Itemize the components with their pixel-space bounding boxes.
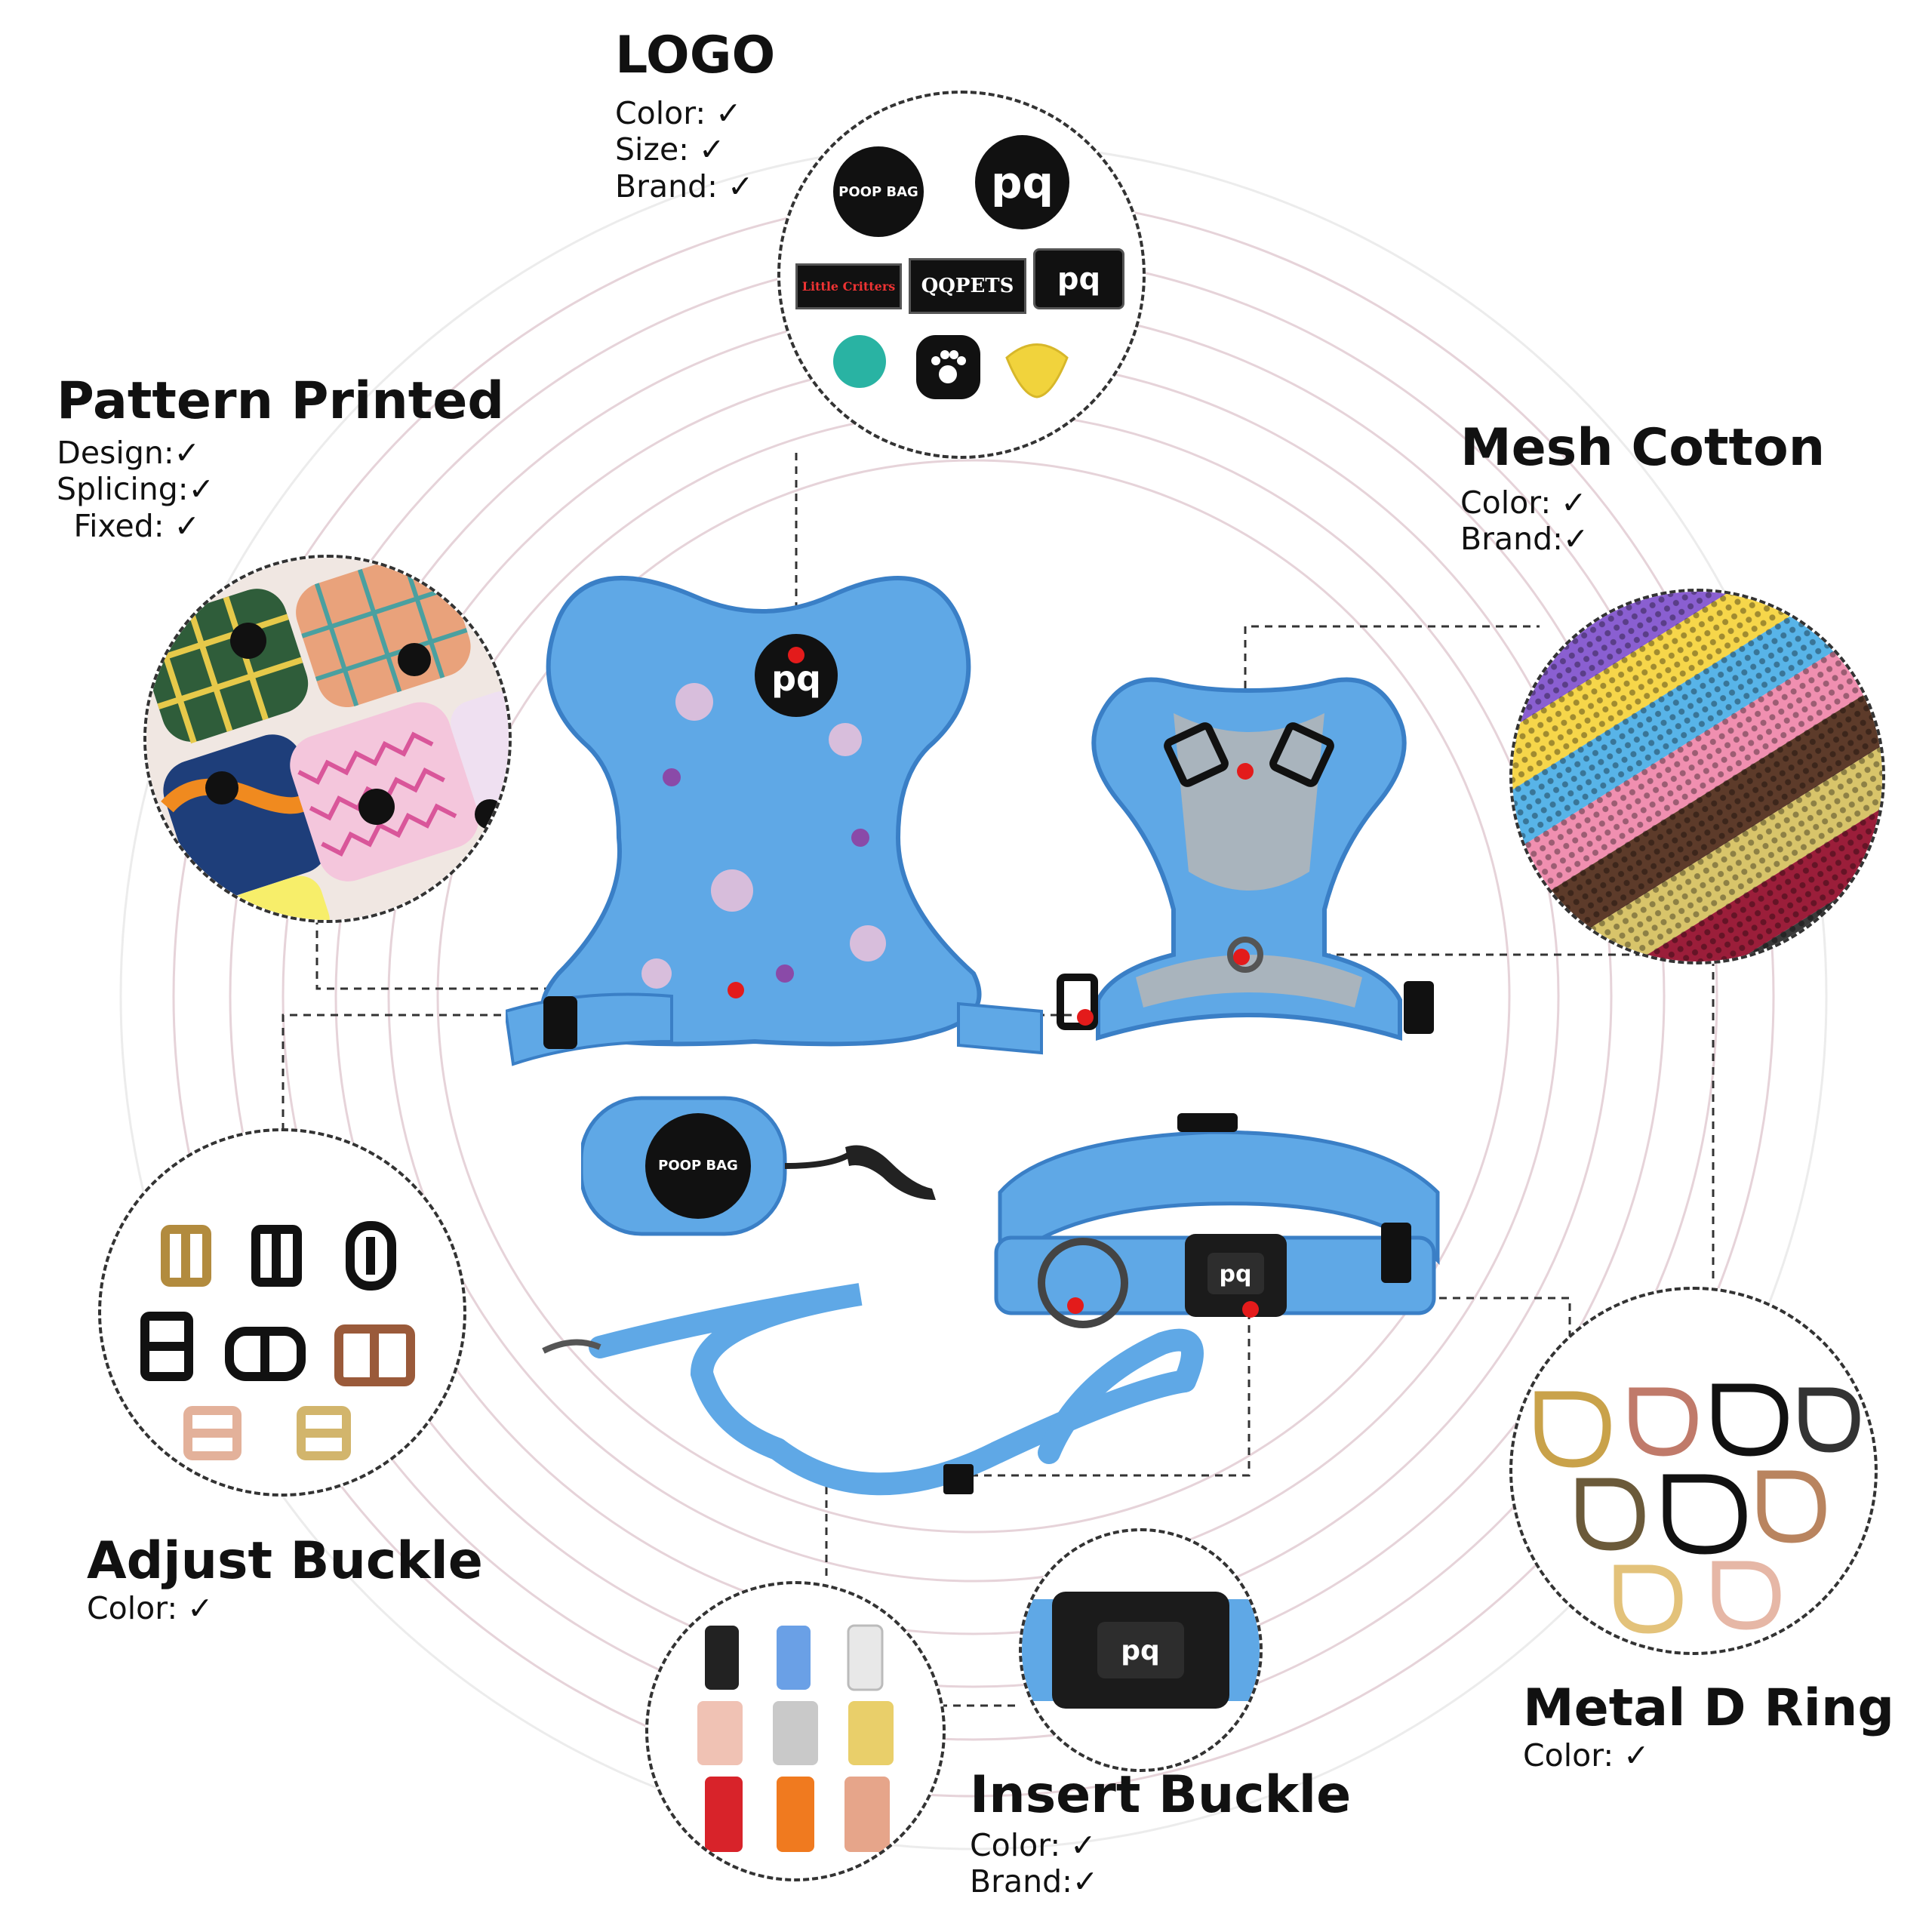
logo-label: LOGO Color: ✓ Size: ✓ Brand: ✓ [615, 30, 775, 205]
mesh-label: Mesh Cotton Color: ✓ Brand:✓ [1460, 423, 1825, 558]
copper-d-ring-icon [1629, 1387, 1698, 1457]
adjust-title: Adjust Buckle [87, 1531, 483, 1591]
black-large-d-ring-icon [1663, 1474, 1747, 1555]
orange-buckle-icon [777, 1777, 814, 1852]
black-buckle-icon [705, 1626, 739, 1690]
mesh-color-line: Color: ✓ [1460, 485, 1587, 521]
poop-bag-logo-badge: POOP BAG [833, 146, 924, 237]
pattern-samples-circle [143, 555, 512, 923]
silver-buckle-icon [773, 1701, 818, 1765]
insert-buckles-image [697, 1624, 894, 1852]
marker-dring-harness [1233, 949, 1250, 965]
pq-badge-text: pq [990, 156, 1054, 208]
dring-title: Metal D Ring [1523, 1678, 1895, 1738]
rose-gold-d-ring-icon [1712, 1561, 1781, 1630]
insert-buckle-closeup-circle: pq [1019, 1528, 1263, 1772]
gunmetal-d-ring-icon [1798, 1387, 1860, 1453]
copper-buckle-icon [844, 1777, 890, 1852]
insert-label: Insert Buckle Color: ✓ Brand:✓ [970, 1770, 1351, 1900]
leash [542, 1283, 1204, 1496]
qqpets-tag-text: QQPETS [921, 275, 1014, 297]
insert-color-line: Color: ✓ [970, 1827, 1097, 1863]
insert-title: Insert Buckle [970, 1765, 1352, 1825]
pattern-design-line: Design:✓ [57, 435, 200, 471]
large-harness: pq [506, 576, 1043, 1066]
svg-text:POOP BAG: POOP BAG [658, 1158, 738, 1174]
poop-bag-badge-text: POOP BAG [838, 183, 918, 200]
black-round-slider-icon [346, 1221, 396, 1291]
pattern-fixed-line: Fixed: ✓ [73, 507, 200, 544]
gold-d-ring-icon [1534, 1391, 1611, 1468]
light-gold-d-ring-icon [1614, 1564, 1683, 1634]
patterned-harnesses-image [146, 558, 509, 920]
qqpets-tag: QQPETS [909, 258, 1026, 314]
blue-buckle-icon [777, 1626, 811, 1690]
rose-d-ring-icon [1757, 1470, 1826, 1543]
pq-tag-text: pq [1057, 261, 1101, 297]
red-buckle-icon [705, 1777, 743, 1852]
logo-size-line: Size: ✓ [615, 131, 725, 168]
logo-brand-line: Brand: ✓ [615, 168, 754, 205]
bronze-d-ring-icon [1576, 1478, 1645, 1551]
pattern-splicing-line: Splicing:✓ [57, 471, 214, 508]
green-round-patch-icon [833, 335, 886, 388]
little-critters-tag: Little Critters [795, 263, 902, 309]
mesh-samples-circle [1509, 589, 1885, 964]
mesh-brand-line: Brand:✓ [1460, 521, 1589, 558]
pq-rubber-tag: pq [1033, 248, 1124, 309]
paw-patch-icon [916, 335, 980, 399]
svg-text:pq: pq [1121, 1635, 1160, 1666]
small-harness [1057, 677, 1434, 1041]
dring-label: Metal D Ring Color: ✓ [1523, 1683, 1894, 1774]
dring-color-line: Color: ✓ [1523, 1737, 1650, 1774]
marker-insert-buckle [1242, 1301, 1259, 1318]
logo-samples-circle: POOP BAG pq Little Critters QQPETS pq [777, 91, 1146, 459]
poop-bag-holder: POOP BAG [581, 1096, 936, 1236]
svg-text:pq: pq [771, 658, 821, 699]
yellow-triangle-patch-icon [999, 335, 1075, 399]
svg-text:pq: pq [1220, 1261, 1252, 1287]
buckle-closeup-image: pq [1022, 1592, 1260, 1709]
pattern-title: Pattern Printed [57, 371, 505, 431]
adjust-buckle-circle [98, 1128, 466, 1497]
adjust-label: Adjust Buckle Color: ✓ [87, 1531, 483, 1627]
insert-brand-line: Brand:✓ [970, 1863, 1099, 1900]
gold-buckle-icon [848, 1701, 894, 1765]
insert-buckle-colors-circle [645, 1581, 946, 1881]
marker-mesh [1237, 763, 1254, 780]
marker-pattern [728, 982, 744, 998]
white-buckle-icon [847, 1624, 884, 1691]
collar: pq [994, 1113, 1440, 1328]
adjust-buckles-image [140, 1221, 415, 1460]
black-d-ring-icon [1712, 1383, 1789, 1457]
marker-collar-ring [1067, 1297, 1084, 1314]
mesh-title: Mesh Cotton [1460, 418, 1826, 478]
marker-logo [788, 647, 804, 663]
d-rings-image [1534, 1383, 1860, 1634]
logo-title: LOGO [615, 26, 776, 85]
pattern-label: Pattern Printed Design:✓ Splicing:✓ Fixe… [57, 376, 504, 544]
pq-logo-badge: pq [975, 135, 1069, 229]
little-critters-tag-text: Little Critters [801, 279, 896, 294]
mesh-fabric-image [1512, 592, 1882, 961]
marker-adjust [1077, 1009, 1094, 1026]
adjust-color-line: Color: ✓ [87, 1590, 214, 1626]
dring-circle [1509, 1287, 1878, 1655]
logo-color-line: Color: ✓ [615, 95, 742, 131]
rose-gold-buckle-icon [697, 1701, 743, 1765]
